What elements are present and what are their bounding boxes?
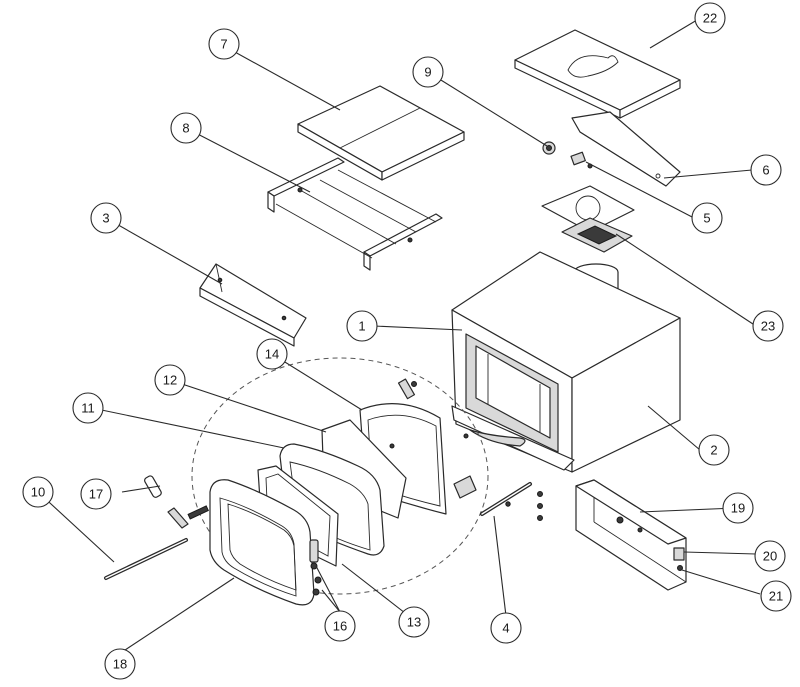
callout-17: 17	[80, 478, 112, 510]
callout-21-label: 21	[769, 589, 783, 604]
callout-5-label: 5	[703, 211, 710, 226]
callout-4: 4	[490, 612, 522, 644]
callout-22: 22	[694, 2, 726, 34]
part-21-blower-control	[677, 565, 683, 571]
callout-7-label: 7	[220, 37, 227, 52]
part-19-blower-housing	[575, 479, 687, 591]
callout-12-label: 12	[163, 373, 177, 388]
part-1-stove-body	[451, 251, 681, 473]
callout-13: 13	[398, 606, 430, 638]
part-22-top-cover	[514, 29, 681, 119]
callout-3-label: 3	[102, 211, 109, 226]
callout-17-label: 17	[89, 487, 103, 502]
callout-9-label: 9	[424, 65, 431, 80]
callout-13-label: 13	[407, 615, 421, 630]
callout-16: 16	[324, 610, 356, 642]
callout-22-label: 22	[703, 11, 717, 26]
part-20-blower-switch	[673, 547, 685, 561]
callout-6: 6	[750, 154, 782, 186]
callout-18-label: 18	[113, 657, 127, 672]
callout-2: 2	[698, 434, 730, 466]
callout-5: 5	[691, 202, 723, 234]
part-3-angle-bracket	[199, 263, 307, 347]
callout-10-label: 10	[31, 485, 45, 500]
door-latch-hardware	[397, 378, 477, 499]
callout-3: 3	[90, 202, 122, 234]
callout-18: 18	[104, 648, 136, 680]
part-4-latch-rod	[480, 482, 543, 521]
callout-14: 14	[256, 338, 288, 370]
callout-4-label: 4	[502, 621, 509, 636]
callout-20-label: 20	[763, 549, 777, 564]
callout-8-label: 8	[182, 121, 189, 136]
part-6-deflector-bracket	[571, 111, 681, 187]
callout-16-label: 16	[333, 619, 347, 634]
callout-1: 1	[346, 310, 378, 342]
callout-20: 20	[754, 540, 786, 572]
callout-21: 21	[760, 580, 792, 612]
callout-2-label: 2	[710, 443, 717, 458]
callout-19-label: 19	[731, 501, 745, 516]
part-8-baffle-frame	[267, 157, 443, 271]
part-9-damper-knob	[542, 141, 556, 155]
part-10-rod	[104, 538, 188, 580]
callout-12: 12	[154, 364, 186, 396]
leader-lines	[37, 19, 761, 653]
callout-19: 19	[722, 492, 754, 524]
callout-14-label: 14	[265, 347, 279, 362]
callout-23: 23	[752, 310, 784, 342]
callout-8: 8	[170, 112, 202, 144]
callout-6-label: 6	[762, 163, 769, 178]
callout-11-label: 11	[81, 401, 95, 416]
callout-7: 7	[208, 28, 240, 60]
part-7-baffle-boards	[297, 85, 465, 181]
callout-1-label: 1	[358, 319, 365, 334]
callout-10: 10	[22, 476, 54, 508]
callout-11: 11	[72, 392, 104, 424]
callout-23-label: 23	[761, 319, 775, 334]
door-group-outline	[191, 357, 489, 595]
part-17-door-handle	[144, 475, 209, 529]
part-16-hinge-pins	[309, 539, 322, 596]
callout-9: 9	[412, 56, 444, 88]
part-5-clip	[570, 151, 593, 169]
